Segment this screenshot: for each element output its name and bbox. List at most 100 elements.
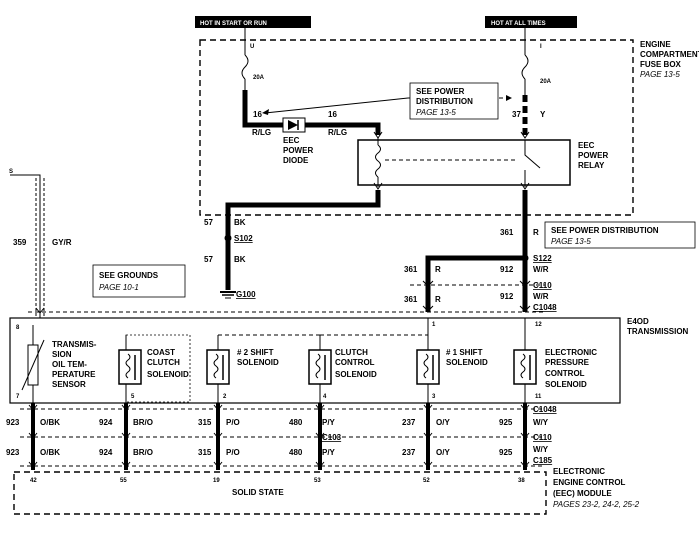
connector-marks (28, 404, 530, 468)
eec-pages: PAGES 23-2, 24-2, 25-2 (553, 500, 640, 509)
sensor-line-5: SENSOR (52, 380, 86, 389)
eec-pin-55: 55 (120, 478, 127, 484)
shift1-solenoid-icon (416, 349, 440, 385)
power-dist-ref1-page: PAGE 13-5 (416, 108, 456, 117)
bottom-harness (20, 403, 545, 470)
row2-wire-5-color: O/Y (436, 448, 450, 457)
pin-2: 2 (223, 394, 227, 400)
header-hot-all-times-bg (485, 16, 577, 28)
eec-title-3: (EEC) MODULE (553, 489, 612, 498)
wire-912-top-color: W/R (533, 265, 549, 274)
ground-g100: G100 (236, 290, 256, 299)
coast-line-1: COAST (147, 348, 175, 357)
sensor-line-4: PERATURE (52, 370, 96, 379)
row2-wire-4-num: 480 (289, 448, 303, 457)
connector-c1048-bottom: C1048 (533, 405, 557, 414)
row2-wire-4-color: P/Y (322, 448, 336, 457)
wire-rlg-left: R/LG (252, 128, 271, 137)
row2-wire-1-num: 923 (6, 448, 20, 457)
relay-label-1: EEC (578, 141, 595, 150)
wire-57-top-num: 57 (204, 218, 213, 227)
connector-c110-bottom: C110 (533, 433, 552, 442)
arrow-to-diode (264, 97, 409, 114)
splice-s122-label: S122 (533, 254, 552, 263)
power-dist-ref2-box (544, 221, 696, 249)
thermistor-icon (21, 339, 45, 391)
shift2-solenoid-icon (206, 349, 230, 385)
pin-7: 7 (16, 394, 20, 400)
header-hot-all-times: HOT AT ALL TIMES (491, 21, 546, 27)
pin-4: 4 (323, 394, 327, 400)
coast-solenoid-icon (118, 349, 142, 385)
fuse-i-rating: 20A (540, 79, 552, 85)
fuse-box-title-3: FUSE BOX (640, 60, 682, 69)
wire-57-bot-num: 57 (204, 255, 213, 264)
fuse-u-icon (241, 54, 249, 80)
eec-solid-state: SOLID STATE (232, 488, 284, 497)
row2-wire-6-num: 925 (499, 448, 513, 457)
wire-361-low-color: R (435, 295, 441, 304)
transmission-title-2: TRANSMISSION (627, 327, 689, 336)
fuse-u-label: U (250, 44, 254, 50)
power-dist-ref1-line2: DISTRIBUTION (416, 97, 473, 106)
epc-line-2: PRESSURE (545, 358, 590, 367)
eec-module-box (13, 471, 547, 515)
row1-wire-6-color: W/Y (533, 418, 549, 427)
clutch-solenoid-icon (308, 349, 332, 385)
eec-power-relay (357, 139, 571, 186)
pin-12: 12 (535, 322, 542, 328)
row1-wire-6-num: 925 (499, 418, 513, 427)
header-hot-start-run: HOT IN START OR RUN (200, 21, 267, 27)
connector-c103: C103 (322, 433, 342, 442)
wire-16-left-num: 16 (253, 110, 262, 119)
wire-359-color: GY/R (52, 238, 72, 247)
wire-361-branch (425, 255, 525, 312)
diode-label-3: DIODE (283, 156, 309, 165)
power-dist-ref2-page: PAGE 13-5 (551, 237, 591, 246)
eec-pin-38: 38 (518, 478, 525, 484)
wire-37-num: 37 (512, 110, 521, 119)
row2-wire-3-color: P/O (226, 448, 240, 457)
shift1-line-2: SOLENOID (446, 358, 488, 367)
wire-57 (225, 190, 381, 290)
connector-c1048-top: C1048 (533, 303, 557, 312)
epc-line-3: CONTROL (545, 369, 585, 378)
eec-pin-53: 53 (314, 478, 321, 484)
row1-wire-3-num: 315 (198, 418, 212, 427)
row1-wire-4-color: P/Y (322, 418, 336, 427)
eec-title-2: ENGINE CONTROL (553, 478, 626, 487)
clutch-line-3: SOLENOID (335, 370, 377, 379)
row1-wire-1-color: O/BK (40, 418, 60, 427)
wire-57-top-color: BK (234, 218, 246, 227)
relay-label-2: POWER (578, 151, 608, 160)
wire-912-top-num: 912 (500, 265, 514, 274)
connector-c185: C185 (533, 456, 553, 465)
relay-label-3: RELAY (578, 161, 605, 170)
wire-16-left (242, 90, 285, 128)
transmission-title-1: E4OD (627, 317, 649, 326)
wire-57-bot-color: BK (234, 255, 246, 264)
wire-359 (10, 174, 41, 318)
row2-wire-1-color: O/BK (40, 448, 60, 457)
diode-icon (288, 120, 298, 130)
power-dist-ref1-line1: SEE POWER (416, 87, 465, 96)
fuse-u-rating: 20A (253, 75, 265, 81)
row2-wire-2-color: BR/O (133, 448, 153, 457)
pin-11: 11 (535, 394, 542, 400)
wire-37-color: Y (540, 110, 546, 119)
relay-coil-icon (375, 144, 381, 178)
pin-5: 5 (131, 394, 135, 400)
fuse-i-label: I (540, 44, 542, 50)
pin-3: 3 (432, 394, 436, 400)
eec-pin-42: 42 (30, 478, 37, 484)
splice-s102 (224, 234, 232, 242)
row1-wire-2-num: 924 (99, 418, 113, 427)
wire-rlg-right: R/LG (328, 128, 347, 137)
row1-wire-5-color: O/Y (436, 418, 450, 427)
coast-line-2: CLUTCH (147, 358, 180, 367)
eec-pin-19: 19 (213, 478, 220, 484)
splice-s102-label: S102 (234, 234, 253, 243)
wire-361-mid-color: R (435, 265, 441, 274)
fuse-box-page: PAGE 13-5 (640, 70, 680, 79)
